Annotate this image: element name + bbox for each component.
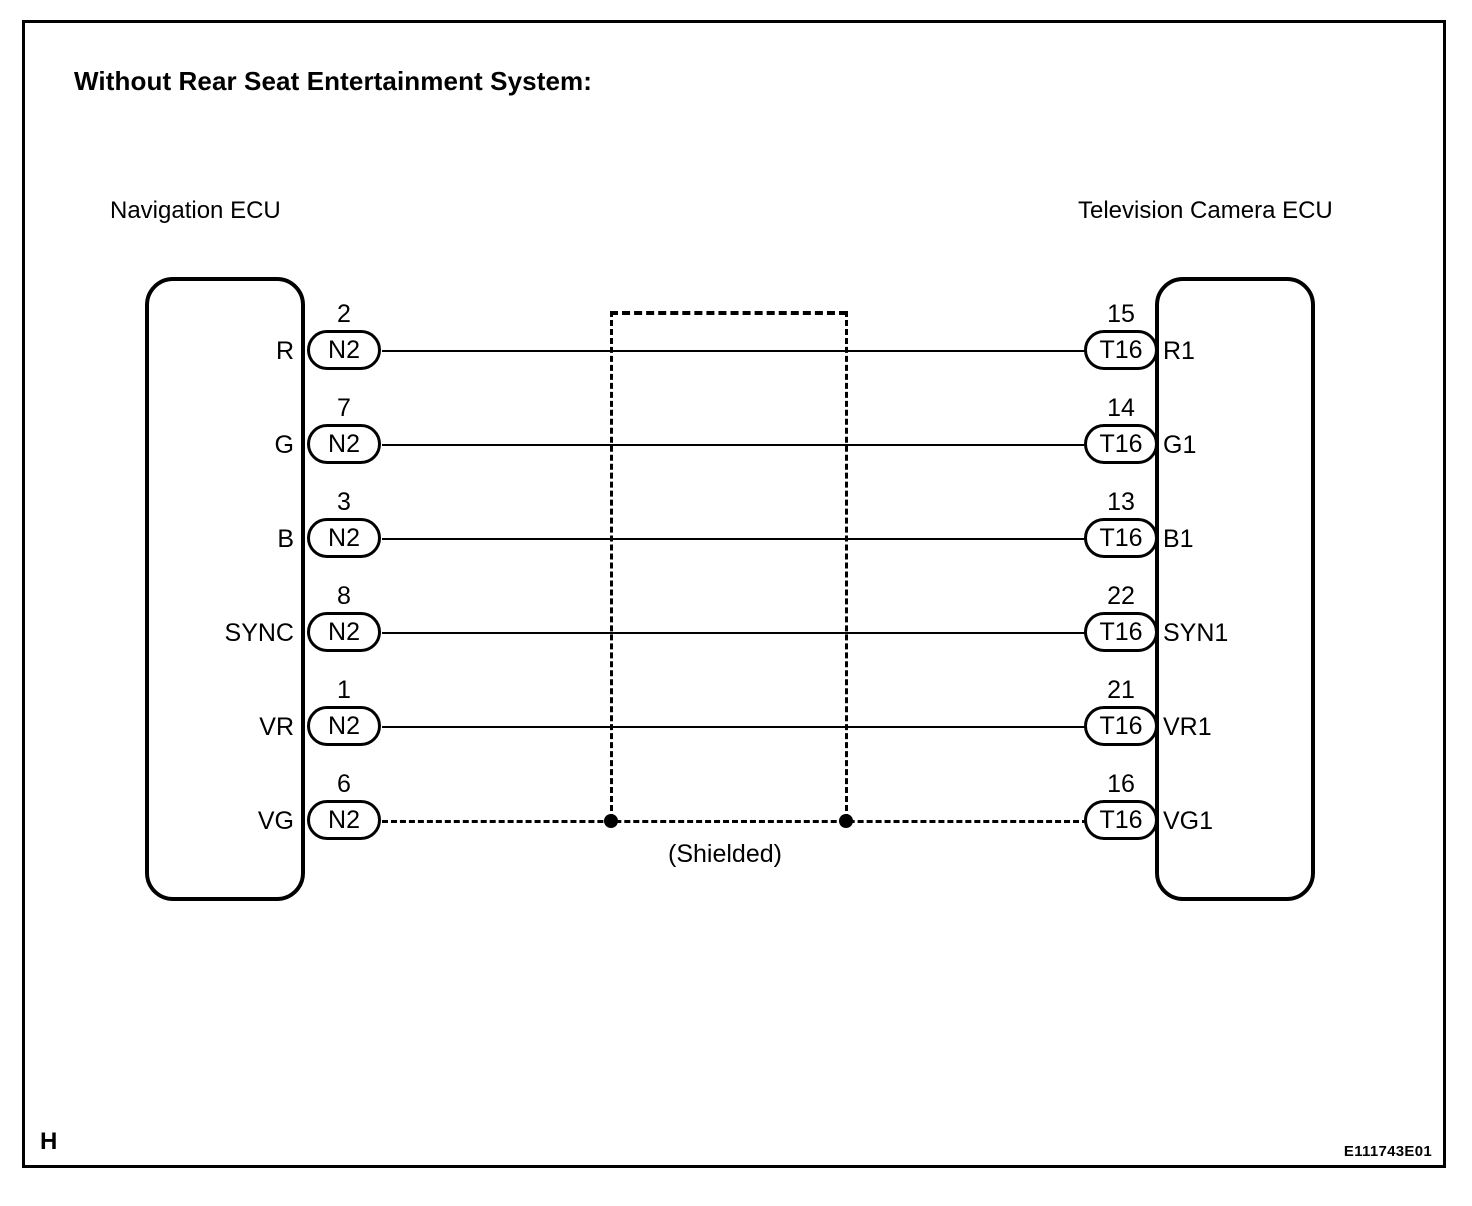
- wire-row-3: [382, 538, 1088, 540]
- page-corner-letter: H: [40, 1128, 58, 1155]
- left-pin-number-6: 6: [337, 770, 351, 798]
- left-terminal-label-3: B: [277, 525, 294, 553]
- right-terminal-label-1: R1: [1163, 337, 1195, 365]
- right-pin-number-6: 16: [1107, 770, 1135, 798]
- wire-row-2: [382, 444, 1088, 446]
- shield-caption: (Shielded): [668, 840, 782, 868]
- left-terminal-label-2: G: [274, 431, 294, 459]
- wire-row-5: [382, 726, 1088, 728]
- left-pin-number-5: 1: [337, 676, 351, 704]
- right-terminal-label-3: B1: [1163, 525, 1194, 553]
- left-pin-number-4: 8: [337, 582, 351, 610]
- right-terminal-label-2: G1: [1163, 431, 1197, 459]
- right-terminal-label-5: VR1: [1163, 713, 1212, 741]
- left-connector-4[interactable]: N2: [307, 612, 381, 652]
- page-title: Without Rear Seat Entertainment System:: [74, 66, 592, 96]
- shield-right-edge: [845, 311, 848, 820]
- left-connector-6[interactable]: N2: [307, 800, 381, 840]
- wire-row-6-shielded: [382, 820, 1088, 823]
- right-connector-6[interactable]: T16: [1084, 800, 1158, 840]
- right-pin-number-3: 13: [1107, 488, 1135, 516]
- shield-left-edge: [610, 311, 613, 820]
- right-pin-number-1: 15: [1107, 300, 1135, 328]
- shield-junction-dot-right: [839, 814, 853, 828]
- left-pin-number-3: 3: [337, 488, 351, 516]
- shield-junction-dot-left: [604, 814, 618, 828]
- figure-code: E111743E01: [1343, 1143, 1432, 1160]
- left-terminal-label-6: VG: [257, 807, 294, 835]
- right-connector-1[interactable]: T16: [1084, 330, 1158, 370]
- right-pin-number-2: 14: [1107, 394, 1135, 422]
- wire-row-1: [382, 350, 1088, 352]
- left-connector-1[interactable]: N2: [307, 330, 381, 370]
- right-terminal-label-6: VG1: [1163, 807, 1214, 835]
- television-camera-ecu-box: [1155, 277, 1315, 901]
- right-connector-5[interactable]: T16: [1084, 706, 1158, 746]
- left-ecu-title: Navigation ECU: [110, 197, 281, 224]
- right-connector-4[interactable]: T16: [1084, 612, 1158, 652]
- left-terminal-label-1: R: [275, 337, 294, 365]
- right-connector-2[interactable]: T16: [1084, 424, 1158, 464]
- navigation-ecu-box: [145, 277, 305, 901]
- right-pin-number-4: 22: [1107, 582, 1135, 610]
- left-terminal-label-4: SYNC: [224, 619, 294, 647]
- right-pin-number-5: 21: [1107, 676, 1135, 704]
- shield-top-edge: [610, 311, 847, 315]
- left-terminal-label-5: VR: [259, 713, 294, 741]
- left-connector-2[interactable]: N2: [307, 424, 381, 464]
- left-pin-number-1: 2: [337, 300, 351, 328]
- page-border: [22, 20, 1446, 1168]
- left-connector-3[interactable]: N2: [307, 518, 381, 558]
- right-terminal-label-4: SYN1: [1163, 619, 1229, 647]
- left-pin-number-2: 7: [337, 394, 351, 422]
- wire-row-4: [382, 632, 1088, 634]
- left-connector-5[interactable]: N2: [307, 706, 381, 746]
- right-connector-3[interactable]: T16: [1084, 518, 1158, 558]
- right-ecu-title: Television Camera ECU: [1078, 197, 1333, 224]
